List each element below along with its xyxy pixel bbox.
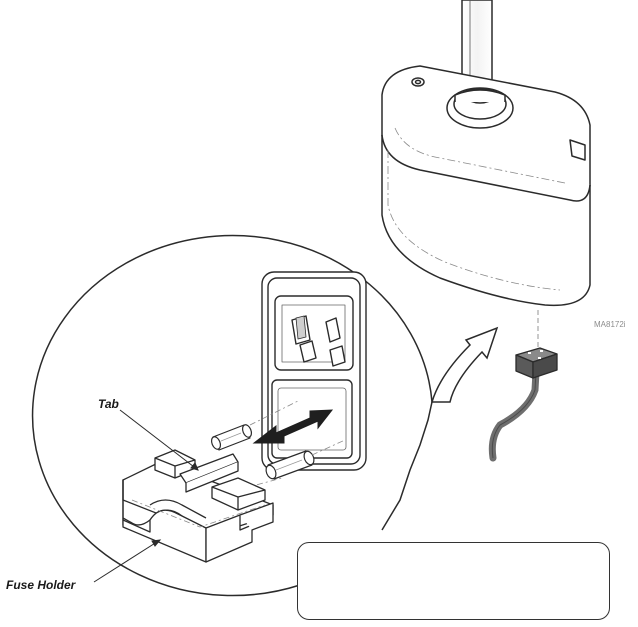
leader-lines [93, 409, 199, 583]
fuse-holder-label: Fuse Holder [6, 578, 76, 592]
figure-code: MA8172i [594, 320, 626, 329]
tab-leader [119, 409, 199, 471]
tab-label: Tab [98, 397, 119, 411]
fuse-holder [122, 449, 274, 563]
power-entry-module [261, 271, 367, 471]
note-box [297, 542, 610, 620]
double-arrow-icon [252, 409, 334, 444]
fuse-icon [210, 424, 315, 480]
fuse-holder-leader [93, 539, 161, 583]
callout-arrow [430, 326, 499, 403]
power-cord [488, 368, 540, 462]
power-plug-icon [488, 347, 558, 462]
device-housing [381, 0, 591, 307]
insertion-guides [229, 399, 346, 493]
